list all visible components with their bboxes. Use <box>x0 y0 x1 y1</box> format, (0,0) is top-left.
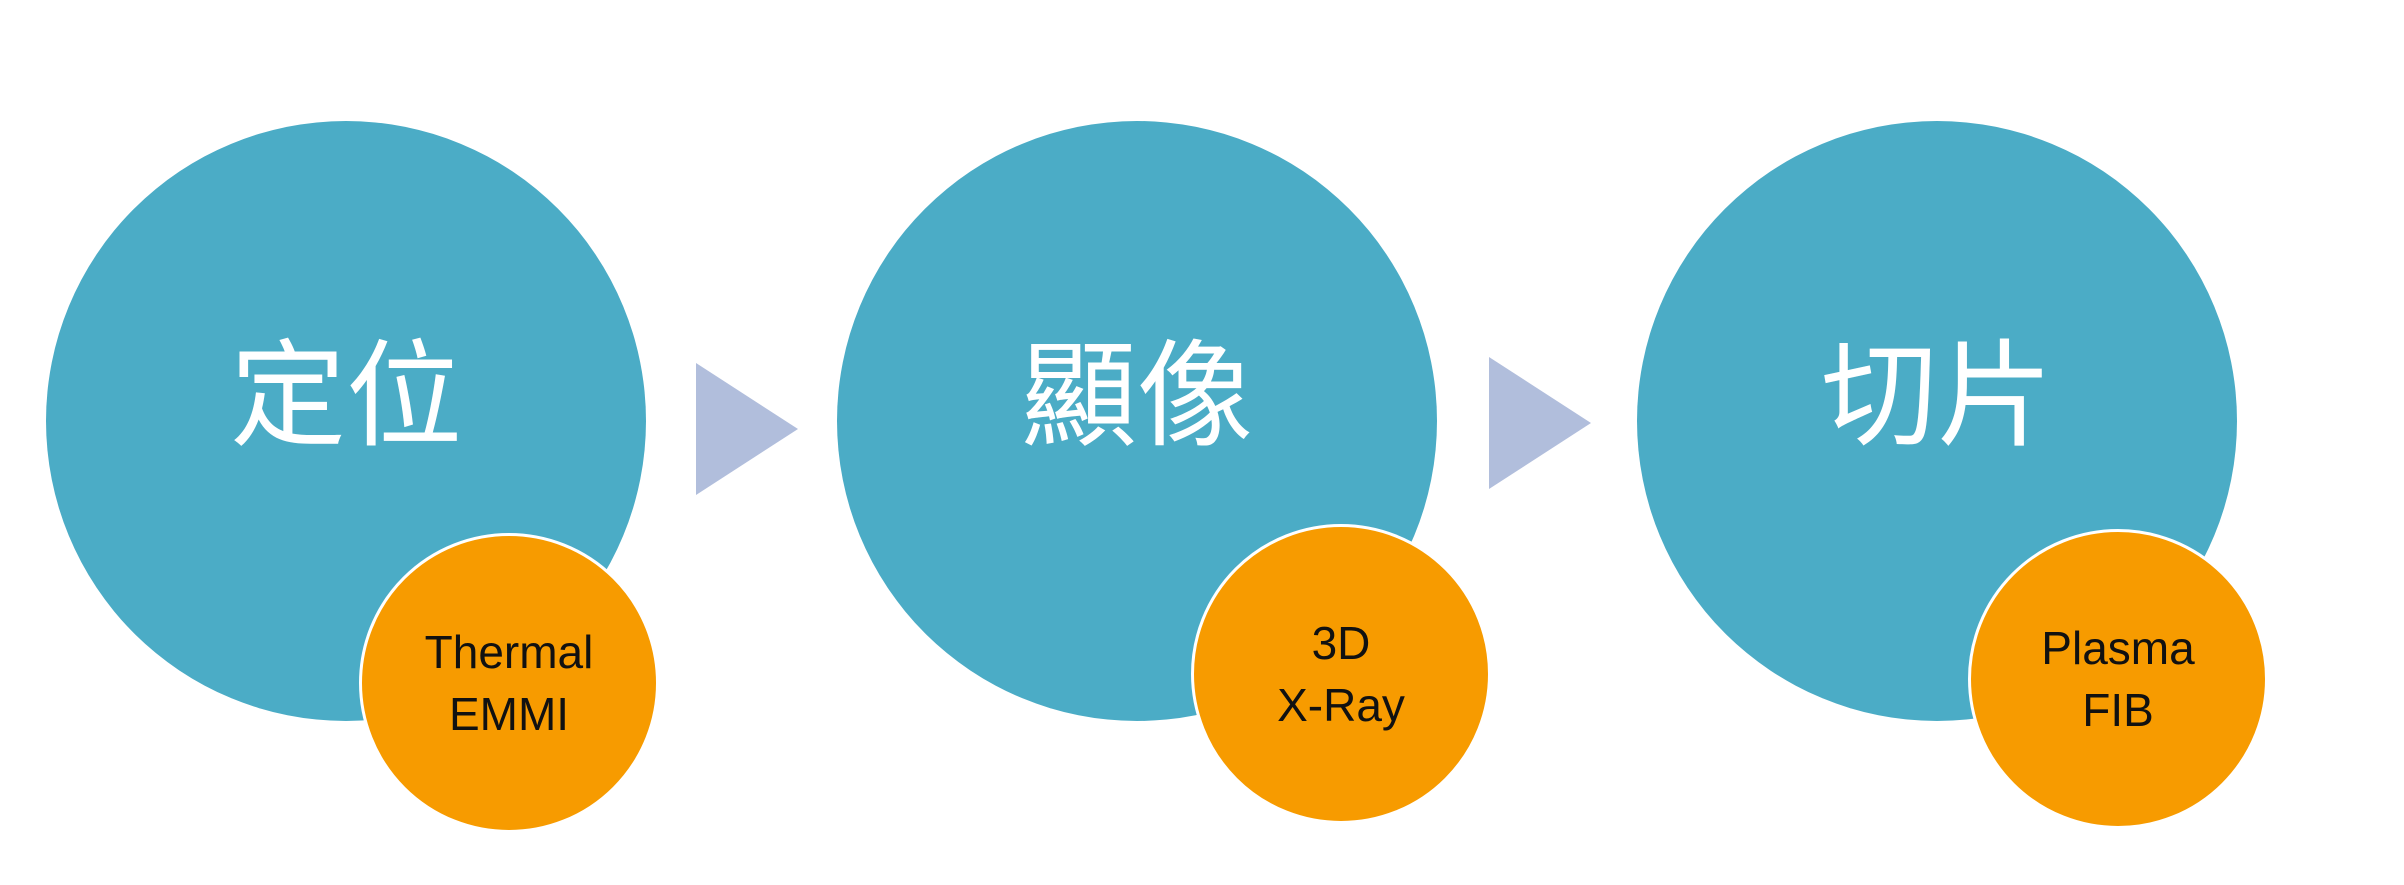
method-label-line: X-Ray <box>1277 679 1405 731</box>
arrow-right-icon <box>696 363 798 495</box>
method-label-line: FIB <box>2082 684 2154 736</box>
stage-label: 顯像 <box>1021 329 1253 464</box>
arrow-right-icon <box>1489 357 1591 489</box>
method-circle: 3D X-Ray <box>1191 524 1491 824</box>
stage-label: 切片 <box>1821 329 2053 464</box>
method-label-line: Plasma <box>2041 622 2195 674</box>
stage-label: 定位 <box>230 329 462 464</box>
method-label-line: EMMI <box>448 688 570 740</box>
method-label-line: 3D <box>1311 617 1371 669</box>
method-circle: Plasma FIB <box>1968 529 2268 829</box>
method-circle: Thermal EMMI <box>359 533 659 833</box>
method-label-line: Thermal <box>424 626 594 678</box>
